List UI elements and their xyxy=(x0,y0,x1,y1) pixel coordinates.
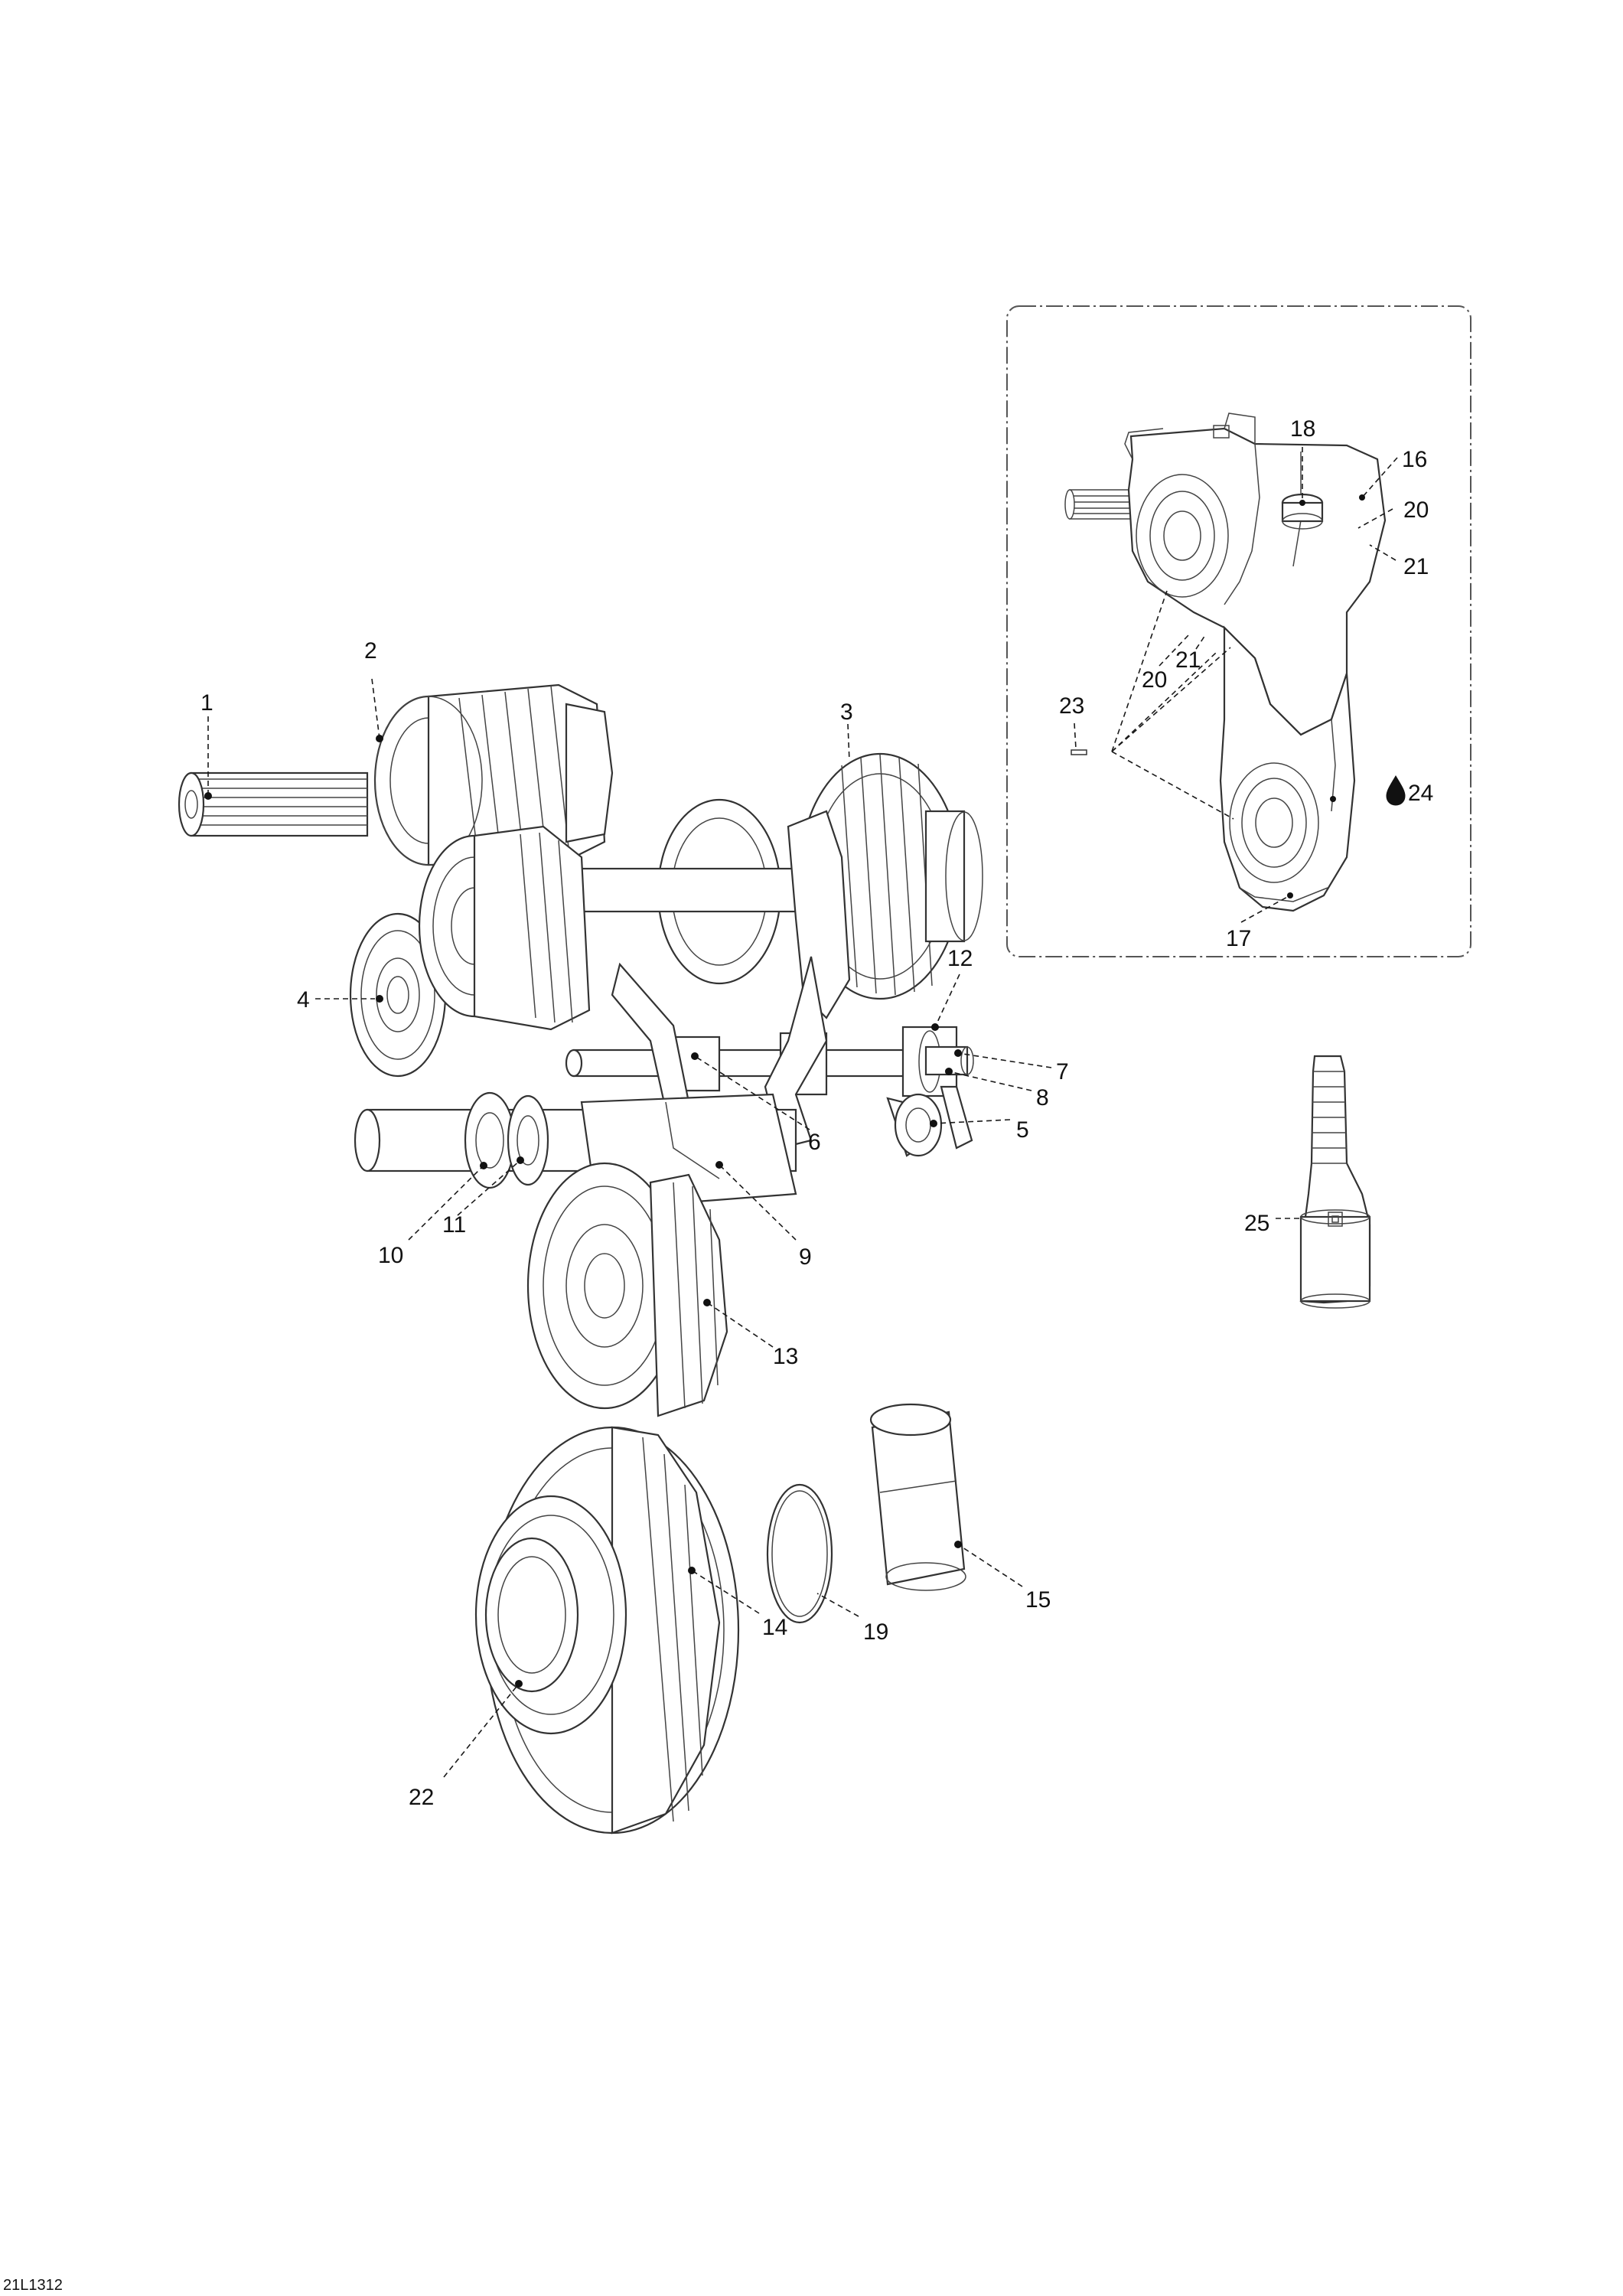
callout-4: 4 xyxy=(297,987,310,1013)
callout-25: 25 xyxy=(1244,1211,1269,1236)
central-gear-stack xyxy=(418,825,591,1031)
callout-9: 9 xyxy=(799,1244,812,1270)
callout-21-lower: 21 xyxy=(1175,647,1201,673)
callout-6: 6 xyxy=(808,1130,821,1155)
intermediate-gear-13 xyxy=(526,1162,728,1417)
callout-15: 15 xyxy=(1025,1587,1051,1613)
callout-23: 23 xyxy=(1059,693,1084,719)
callout-5: 5 xyxy=(1016,1117,1029,1143)
inset-housing-assembly xyxy=(1064,413,1398,923)
callout-24: 24 xyxy=(1408,781,1433,806)
callout-labels: 1 2 3 4 5 6 7 8 9 10 11 12 13 14 15 16 1… xyxy=(200,416,1433,1810)
o-ring-19 xyxy=(766,1483,833,1624)
callout-1: 1 xyxy=(200,690,213,716)
inset-frame xyxy=(1006,305,1471,957)
callout-20-upper: 20 xyxy=(1403,497,1429,523)
callout-8: 8 xyxy=(1036,1085,1049,1110)
callout-11: 11 xyxy=(442,1212,466,1238)
callout-13: 13 xyxy=(773,1344,798,1369)
callout-17: 17 xyxy=(1226,926,1251,951)
callout-10: 10 xyxy=(378,1243,403,1268)
callout-22: 22 xyxy=(409,1785,434,1810)
callout-14: 14 xyxy=(762,1615,787,1640)
hub-22 xyxy=(474,1495,627,1735)
input-shaft-assembly xyxy=(178,683,614,866)
main-gear-train xyxy=(178,678,1052,1835)
lubricant-bottle xyxy=(1299,1055,1371,1309)
upper-countershaft-gears xyxy=(580,752,983,1019)
callout-3: 3 xyxy=(840,700,853,725)
callout-12: 12 xyxy=(947,946,973,971)
callout-2: 2 xyxy=(364,638,377,664)
callout-16: 16 xyxy=(1402,447,1427,472)
callout-20-lower: 20 xyxy=(1142,667,1167,693)
oil-drop-icon xyxy=(1386,775,1406,806)
figure-reference: 21L1312 xyxy=(3,2277,63,2294)
callout-7: 7 xyxy=(1056,1059,1069,1084)
callout-21-upper: 21 xyxy=(1403,554,1429,579)
callout-19: 19 xyxy=(863,1619,888,1645)
sleeve-15 xyxy=(869,1403,966,1591)
callout-18: 18 xyxy=(1290,416,1315,442)
